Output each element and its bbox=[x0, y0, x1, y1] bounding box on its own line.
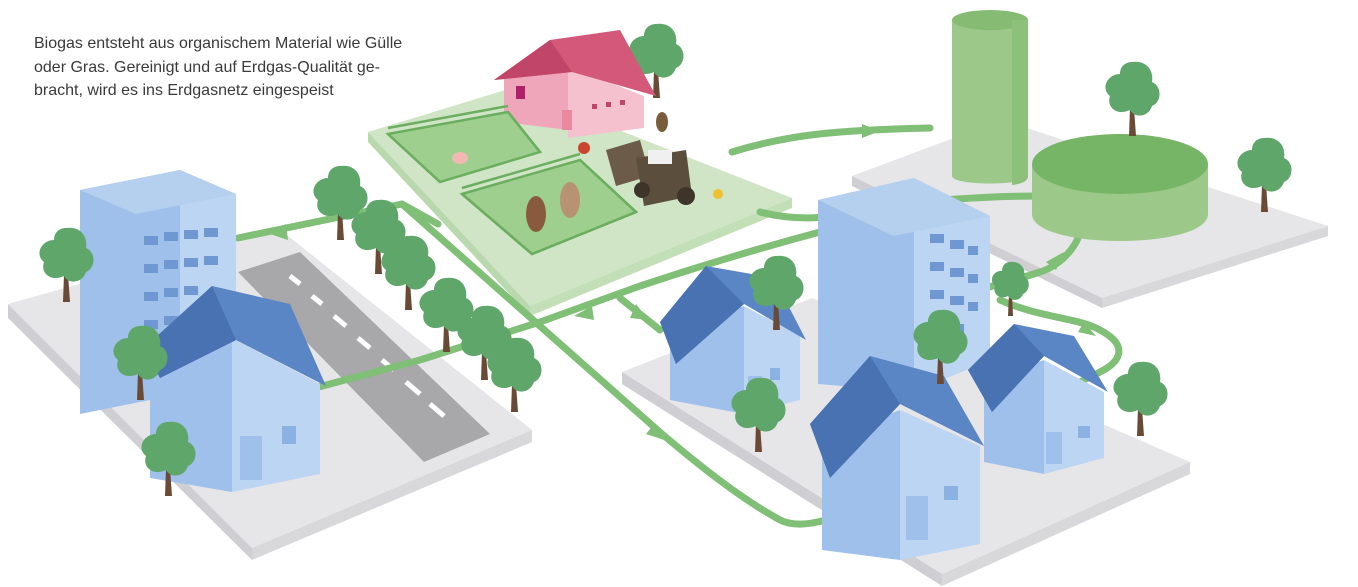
barn bbox=[494, 30, 656, 138]
caption-line-1: Biogas entsteht aus organischem Material… bbox=[34, 35, 403, 52]
caption-line-2: oder Gras. Gereinigt und auf Erdgas-Qual… bbox=[34, 58, 380, 76]
house-right-2 bbox=[810, 356, 984, 560]
caption-line-3: bracht, wird es ins Erdgasnetz eingespei… bbox=[34, 82, 334, 99]
biogas-storage-tank bbox=[952, 10, 1028, 185]
tall-building-right bbox=[818, 178, 990, 392]
house-right-3 bbox=[968, 324, 1108, 474]
animal-pens bbox=[385, 104, 639, 256]
tall-building-left-windows bbox=[144, 228, 218, 329]
tractor-with-trailer bbox=[606, 140, 695, 206]
house-left bbox=[144, 286, 326, 492]
caption-text: Biogas entsteht aus organischem Material… bbox=[34, 32, 454, 103]
pipeline-flow-arrows bbox=[270, 124, 1096, 440]
biogas-digester bbox=[1032, 134, 1208, 241]
farm-animals bbox=[452, 112, 723, 232]
